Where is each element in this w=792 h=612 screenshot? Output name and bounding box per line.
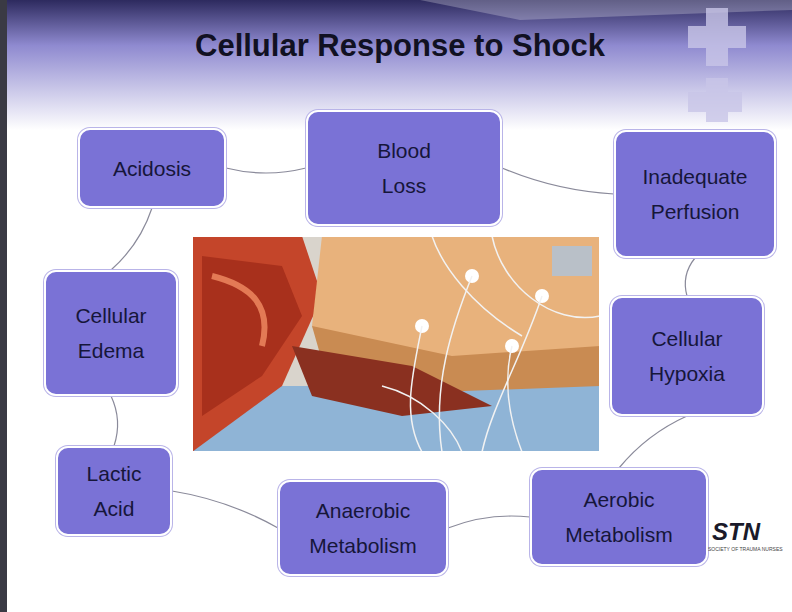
connector-line [111, 396, 118, 446]
cycle-connector [448, 516, 530, 528]
cycle-connector [502, 168, 614, 194]
connector-line [685, 258, 695, 296]
cycle-connector [111, 396, 118, 446]
cycle-connector [685, 258, 695, 296]
process-box: Acidosis [78, 128, 226, 208]
connector-line [502, 168, 614, 194]
cycle-connector [619, 416, 687, 468]
logo-text: STN [712, 518, 760, 546]
logo-subtitle: SOCIETY OF TRAUMA NURSES [708, 546, 783, 552]
process-box: Inadequate Perfusion [614, 130, 776, 258]
connector-line [172, 491, 278, 528]
node-text: Inadequate Perfusion [625, 159, 765, 229]
cross-decoration [688, 8, 746, 122]
slide-title: Cellular Response to Shock [100, 28, 700, 64]
node-text: Lactic Acid [79, 456, 149, 526]
connector-line [619, 416, 687, 468]
cycle-connector [172, 491, 278, 528]
left-stripe [0, 0, 7, 612]
process-box: Aerobic Metabolism [530, 468, 708, 566]
connector-line [111, 208, 152, 270]
cycle-connector [226, 168, 306, 173]
node-text: Anaerobic Metabolism [288, 493, 438, 563]
node-text: Acidosis [113, 151, 191, 186]
node-text: Cellular Hypoxia [632, 321, 742, 391]
light-streak [420, 0, 792, 20]
process-box: Cellular Edema [44, 270, 178, 396]
process-box: Blood Loss [306, 110, 502, 226]
connector-line [226, 168, 306, 173]
cycle-connector [111, 208, 152, 270]
process-box: Cellular Hypoxia [610, 296, 764, 416]
process-box: Lactic Acid [56, 446, 172, 536]
process-box: Anaerobic Metabolism [278, 480, 448, 576]
node-text: Blood Loss [364, 133, 444, 203]
node-text: Cellular Edema [56, 298, 166, 368]
node-text: Aerobic Metabolism [544, 482, 694, 552]
connector-line [448, 516, 530, 528]
